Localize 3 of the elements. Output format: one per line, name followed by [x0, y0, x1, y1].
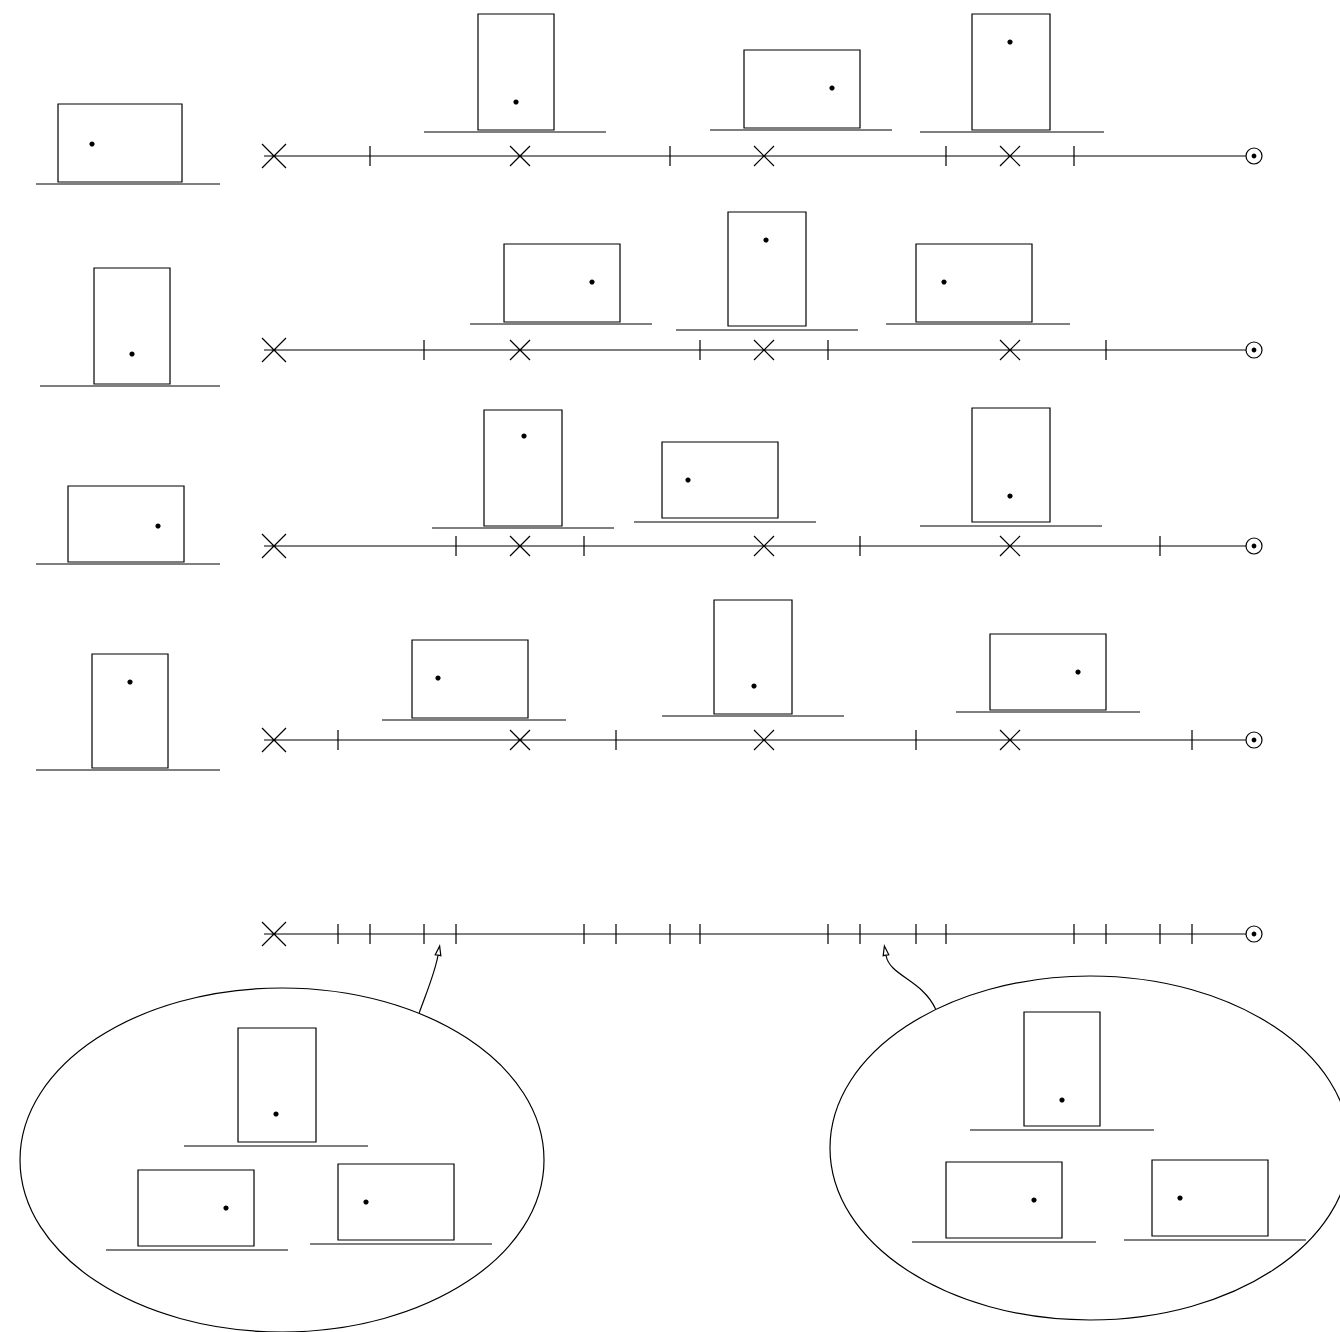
ellipse-outline	[19, 987, 545, 1332]
ellipse-outline	[829, 975, 1340, 1321]
axis-drawing	[261, 921, 1263, 947]
